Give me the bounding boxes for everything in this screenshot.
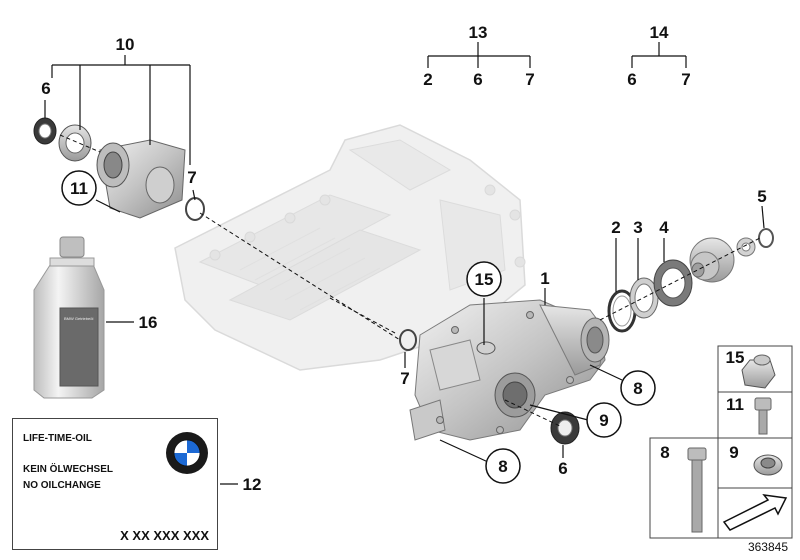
shaft-seal-6-left xyxy=(33,117,57,145)
bottle-label-text: BMW Getriebeöl xyxy=(64,316,94,321)
group14-item-7: 7 xyxy=(681,70,690,89)
callout-12: 12 xyxy=(243,475,262,494)
callout-6-left: 6 xyxy=(41,79,50,98)
group14-item-6: 6 xyxy=(627,70,636,89)
label-line-3: NO OILCHANGE xyxy=(23,480,101,491)
o-ring-7-centre xyxy=(399,329,417,351)
shim-4 xyxy=(653,259,693,307)
callout-8-lower-circled: 8 xyxy=(498,457,507,476)
callout-13: 13 xyxy=(469,23,488,42)
callout-circles xyxy=(61,170,656,484)
plug-9-icon xyxy=(753,454,783,476)
bolt-11-icon xyxy=(754,397,772,435)
callout-3: 3 xyxy=(633,218,642,237)
o-ring-7-left xyxy=(185,197,205,221)
lifetime-oil-label-card: LIFE-TIME-OIL KEIN ÖLWECHSEL NO OILCHANG… xyxy=(12,418,218,550)
callout-10: 10 xyxy=(116,35,135,54)
callout-7-left: 7 xyxy=(187,168,196,187)
callout-9-circled: 9 xyxy=(599,411,608,430)
grid-label-15: 15 xyxy=(726,348,745,367)
callout-11-circled: 11 xyxy=(70,179,88,198)
grid-label-11: 11 xyxy=(726,395,744,414)
callout-2: 2 xyxy=(611,218,620,237)
callout-15-circled: 15 xyxy=(475,270,494,289)
output-flange xyxy=(689,237,756,283)
bearing-left xyxy=(58,124,92,162)
direction-arrow-icon xyxy=(722,494,788,531)
label-line-1: LIFE-TIME-OIL xyxy=(23,433,92,444)
group13-item-6: 6 xyxy=(473,70,482,89)
engine-oil-pan xyxy=(174,124,526,371)
differential-housing xyxy=(409,299,610,441)
callout-16: 16 xyxy=(139,313,158,332)
callout-5: 5 xyxy=(757,187,766,206)
callout-6-bottom: 6 xyxy=(558,459,567,478)
oil-bottle-16 xyxy=(33,236,105,399)
callout-14: 14 xyxy=(650,23,669,42)
diagram-id: 363845 xyxy=(747,540,788,554)
callout-4: 4 xyxy=(659,218,669,237)
parts-grid xyxy=(649,345,793,539)
grid-label-9: 9 xyxy=(729,443,738,462)
leader-lines xyxy=(44,42,765,485)
callout-1: 1 xyxy=(540,269,549,288)
bmw-roundel-icon xyxy=(166,432,208,474)
group13-item-2: 2 xyxy=(423,70,432,89)
group13-item-7: 7 xyxy=(525,70,534,89)
shaft-seal-6-bottom xyxy=(550,411,580,445)
circlip-5 xyxy=(758,228,774,248)
bolt-8-icon xyxy=(687,447,707,533)
callout-8-upper-circled: 8 xyxy=(633,379,642,398)
label-line-2: KEIN ÖLWECHSEL xyxy=(23,464,114,475)
label-part-code: X XX XXX XXX xyxy=(120,528,209,543)
plug-15-icon xyxy=(741,354,776,389)
callout-7-centre: 7 xyxy=(400,369,409,388)
bearing-housing-10 xyxy=(96,139,186,219)
dashed-axis-lines xyxy=(59,134,761,427)
grid-label-8: 8 xyxy=(660,443,669,462)
